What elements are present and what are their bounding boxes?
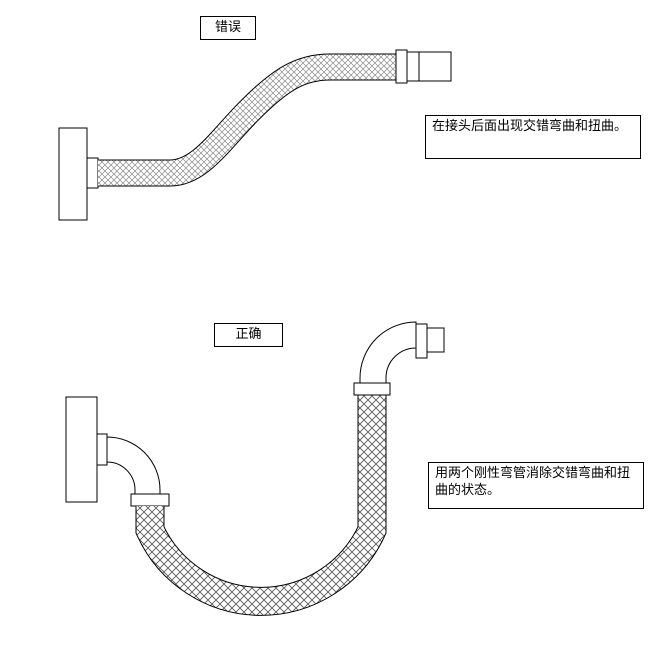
correct-title: 正确 xyxy=(214,323,283,347)
right-rigid-elbow xyxy=(359,321,417,384)
wrong-title: 错误 xyxy=(200,16,256,40)
wall-fitting xyxy=(86,157,99,189)
u-hose-body xyxy=(136,395,386,615)
end-nipple xyxy=(418,51,452,82)
correct-installation xyxy=(65,321,445,616)
left-rigid-elbow xyxy=(106,436,161,495)
correct-note: 用两个刚性弯管消除交错弯曲和扭曲的状态。 xyxy=(428,462,644,509)
wrong-note: 在接头后面出现交错弯曲和扭曲。 xyxy=(425,115,641,159)
right-end-nipple xyxy=(426,327,445,353)
end-nut xyxy=(406,51,420,82)
hose-body xyxy=(98,54,397,186)
wrong-installation xyxy=(58,49,452,221)
left-collar xyxy=(130,493,170,507)
left-fitting xyxy=(96,433,108,466)
right-end-collar xyxy=(415,323,428,359)
end-collar xyxy=(395,49,408,84)
wall-flange xyxy=(58,127,88,221)
right-collar xyxy=(353,382,391,396)
wall-flange-lower xyxy=(65,396,98,503)
